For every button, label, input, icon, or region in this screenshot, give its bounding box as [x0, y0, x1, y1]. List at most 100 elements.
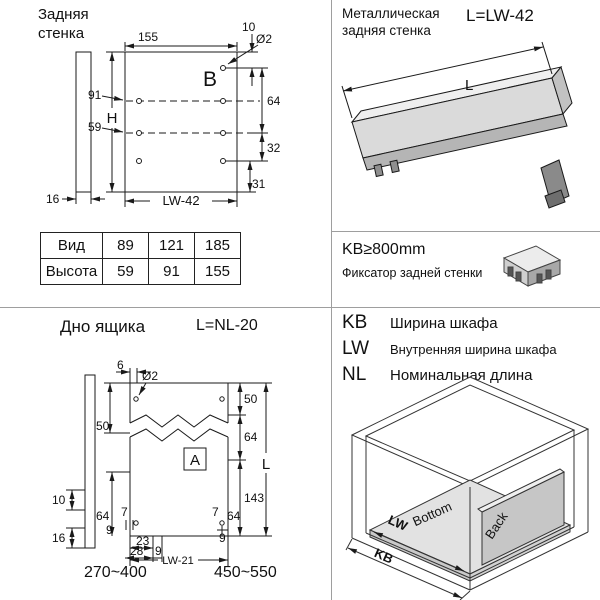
dim-7-right-label: 7: [212, 505, 219, 519]
end-bracket-foot: [544, 189, 566, 209]
fixator-right-face: [527, 259, 561, 287]
range-270-400: 270~400: [84, 564, 147, 581]
dim-10-label: 10: [242, 20, 256, 34]
dim-59-label: 59: [88, 120, 102, 134]
legend-label-lw: Внутренняя ширина шкафа: [390, 342, 557, 357]
view-a-label: A: [190, 452, 200, 469]
drawer-bottom-side-view: [84, 374, 96, 549]
legend-label-kb: Ширина шкафа: [390, 315, 498, 332]
hole: [133, 520, 139, 526]
cabinet-top-inner: [364, 384, 576, 482]
dim-155-label: 155: [138, 30, 158, 44]
hole: [220, 65, 226, 71]
vertical-divider: [331, 0, 332, 600]
hole: [136, 130, 142, 136]
metal-back-wall-title: Металлическая задняя стенка: [342, 6, 440, 40]
dim-64-bottom-right-label: 64: [227, 509, 241, 523]
back-wall-title-line2: стенка: [38, 24, 85, 42]
dim-91-label: 91: [88, 88, 102, 102]
back-wall-front-view: [124, 51, 238, 193]
dim-l-label: L: [465, 77, 473, 94]
dim-64-right-label: 64: [244, 430, 258, 444]
cabinet-drawing: Bottom Back LW KB: [345, 376, 590, 600]
table-cell: Вид: [40, 232, 103, 259]
drawer-bottom-title: Дно ящика: [60, 317, 146, 336]
metal-back-wall-drawing: L: [341, 41, 573, 209]
dim-16-label: 16: [46, 192, 60, 206]
back-wall-section: Задняя стенка: [0, 0, 331, 307]
break-line: [129, 428, 229, 442]
dim-16-label: 16: [52, 531, 66, 545]
dim-10-label: 10: [52, 493, 66, 507]
panel-end-face: [551, 65, 573, 116]
panel-bottom-lip: [362, 113, 568, 171]
table-cell: 155: [194, 258, 241, 285]
legend-abbr-lw: LW: [342, 338, 370, 359]
drawer-bottom-section: Дно ящика L=NL-20: [0, 308, 331, 600]
dim-64-label: 64: [267, 94, 281, 108]
dim-lw42-label: LW-42: [162, 193, 199, 208]
kb-dim-label: KB: [372, 545, 395, 566]
dim-dia2-label: Ø2: [256, 32, 272, 46]
hole: [220, 158, 226, 164]
dim-h-label: H: [107, 110, 118, 127]
fixator-label: Фиксатор задней стенки: [342, 266, 483, 280]
range-450-550: 450~550: [214, 564, 277, 581]
table-cell: 89: [102, 232, 149, 259]
dim-23-label: 23: [136, 534, 150, 548]
break-line: [129, 414, 229, 428]
nl-formula: L=NL-20: [196, 317, 258, 334]
table-cell: 185: [194, 232, 241, 259]
mount-tab: [373, 163, 384, 178]
metal-back-wall-section: Металлическая задняя стенка L=LW-42 L KB…: [332, 0, 600, 307]
metal-title-line1: Металлическая: [342, 6, 440, 21]
hole: [136, 158, 142, 164]
dim-28-label: 28: [130, 544, 144, 558]
legend-abbr-kb: KB: [342, 312, 368, 333]
dim-9-left-label: 9: [106, 523, 113, 537]
dim-9-bottom-label: 9: [155, 544, 162, 558]
back-wall-drawing: 155 10 Ø2 B 91 59 H 64 32 31 16 LW-42: [46, 20, 281, 208]
size-table: Вид 89 121 185 Высота 59 91 155: [40, 232, 241, 285]
fixator-icon: [502, 245, 562, 287]
q2-internal-divider: [332, 231, 600, 232]
fixator-tooth: [515, 271, 522, 282]
back-wall-title: Задняя стенка: [38, 6, 89, 44]
metal-title-line2: задняя стенка: [342, 22, 431, 38]
dim-32-label: 32: [267, 141, 281, 155]
dim-64-bottom-left-label: 64: [96, 509, 110, 523]
table-cell: 121: [148, 232, 195, 259]
legend-label-nl: Номинальная длина: [390, 367, 533, 384]
table-row: Высота 59 91 155: [40, 258, 241, 285]
view-b-label: B: [203, 68, 217, 91]
table-cell: 59: [102, 258, 149, 285]
table-cell: 91: [148, 258, 195, 285]
dim-143-label: 143: [244, 491, 264, 505]
table-cell: Высота: [40, 258, 103, 285]
back-wall-side-view: [75, 51, 92, 193]
fixator-tooth: [545, 269, 552, 280]
fixator-tooth: [536, 273, 543, 284]
dim-dia2-label: Ø2: [142, 369, 158, 383]
drawer-bottom-drawing: 10 16 6 Ø2 50 A 50 64 143 L 64 7 9 23 28…: [52, 358, 272, 567]
dim-l-label: L: [262, 456, 270, 473]
horizontal-divider: [0, 307, 600, 308]
dim-9-right-label: 9: [219, 531, 226, 545]
drawer-back-wall-top: [477, 468, 565, 513]
hole: [219, 396, 225, 402]
view-a-box: [183, 447, 207, 471]
kb-note: KB≥800mm: [342, 241, 426, 258]
dim-50-left-label: 50: [96, 419, 110, 433]
legend-abbr-nl: NL: [342, 364, 367, 385]
hole: [220, 98, 226, 104]
legend-section: KB Ширина шкафа LW Внутренняя ширина шка…: [332, 308, 600, 600]
dim-6-label: 6: [117, 358, 124, 372]
dim-31-label: 31: [252, 177, 266, 191]
table-row: Вид 89 121 185: [40, 232, 241, 259]
mount-tab: [389, 159, 400, 174]
dim-lw21-label: LW-21: [162, 555, 193, 567]
l-formula: L=LW-42: [466, 6, 534, 25]
hole: [133, 396, 139, 402]
dim-7-left-label: 7: [121, 505, 128, 519]
dim-50-right-label: 50: [244, 392, 258, 406]
